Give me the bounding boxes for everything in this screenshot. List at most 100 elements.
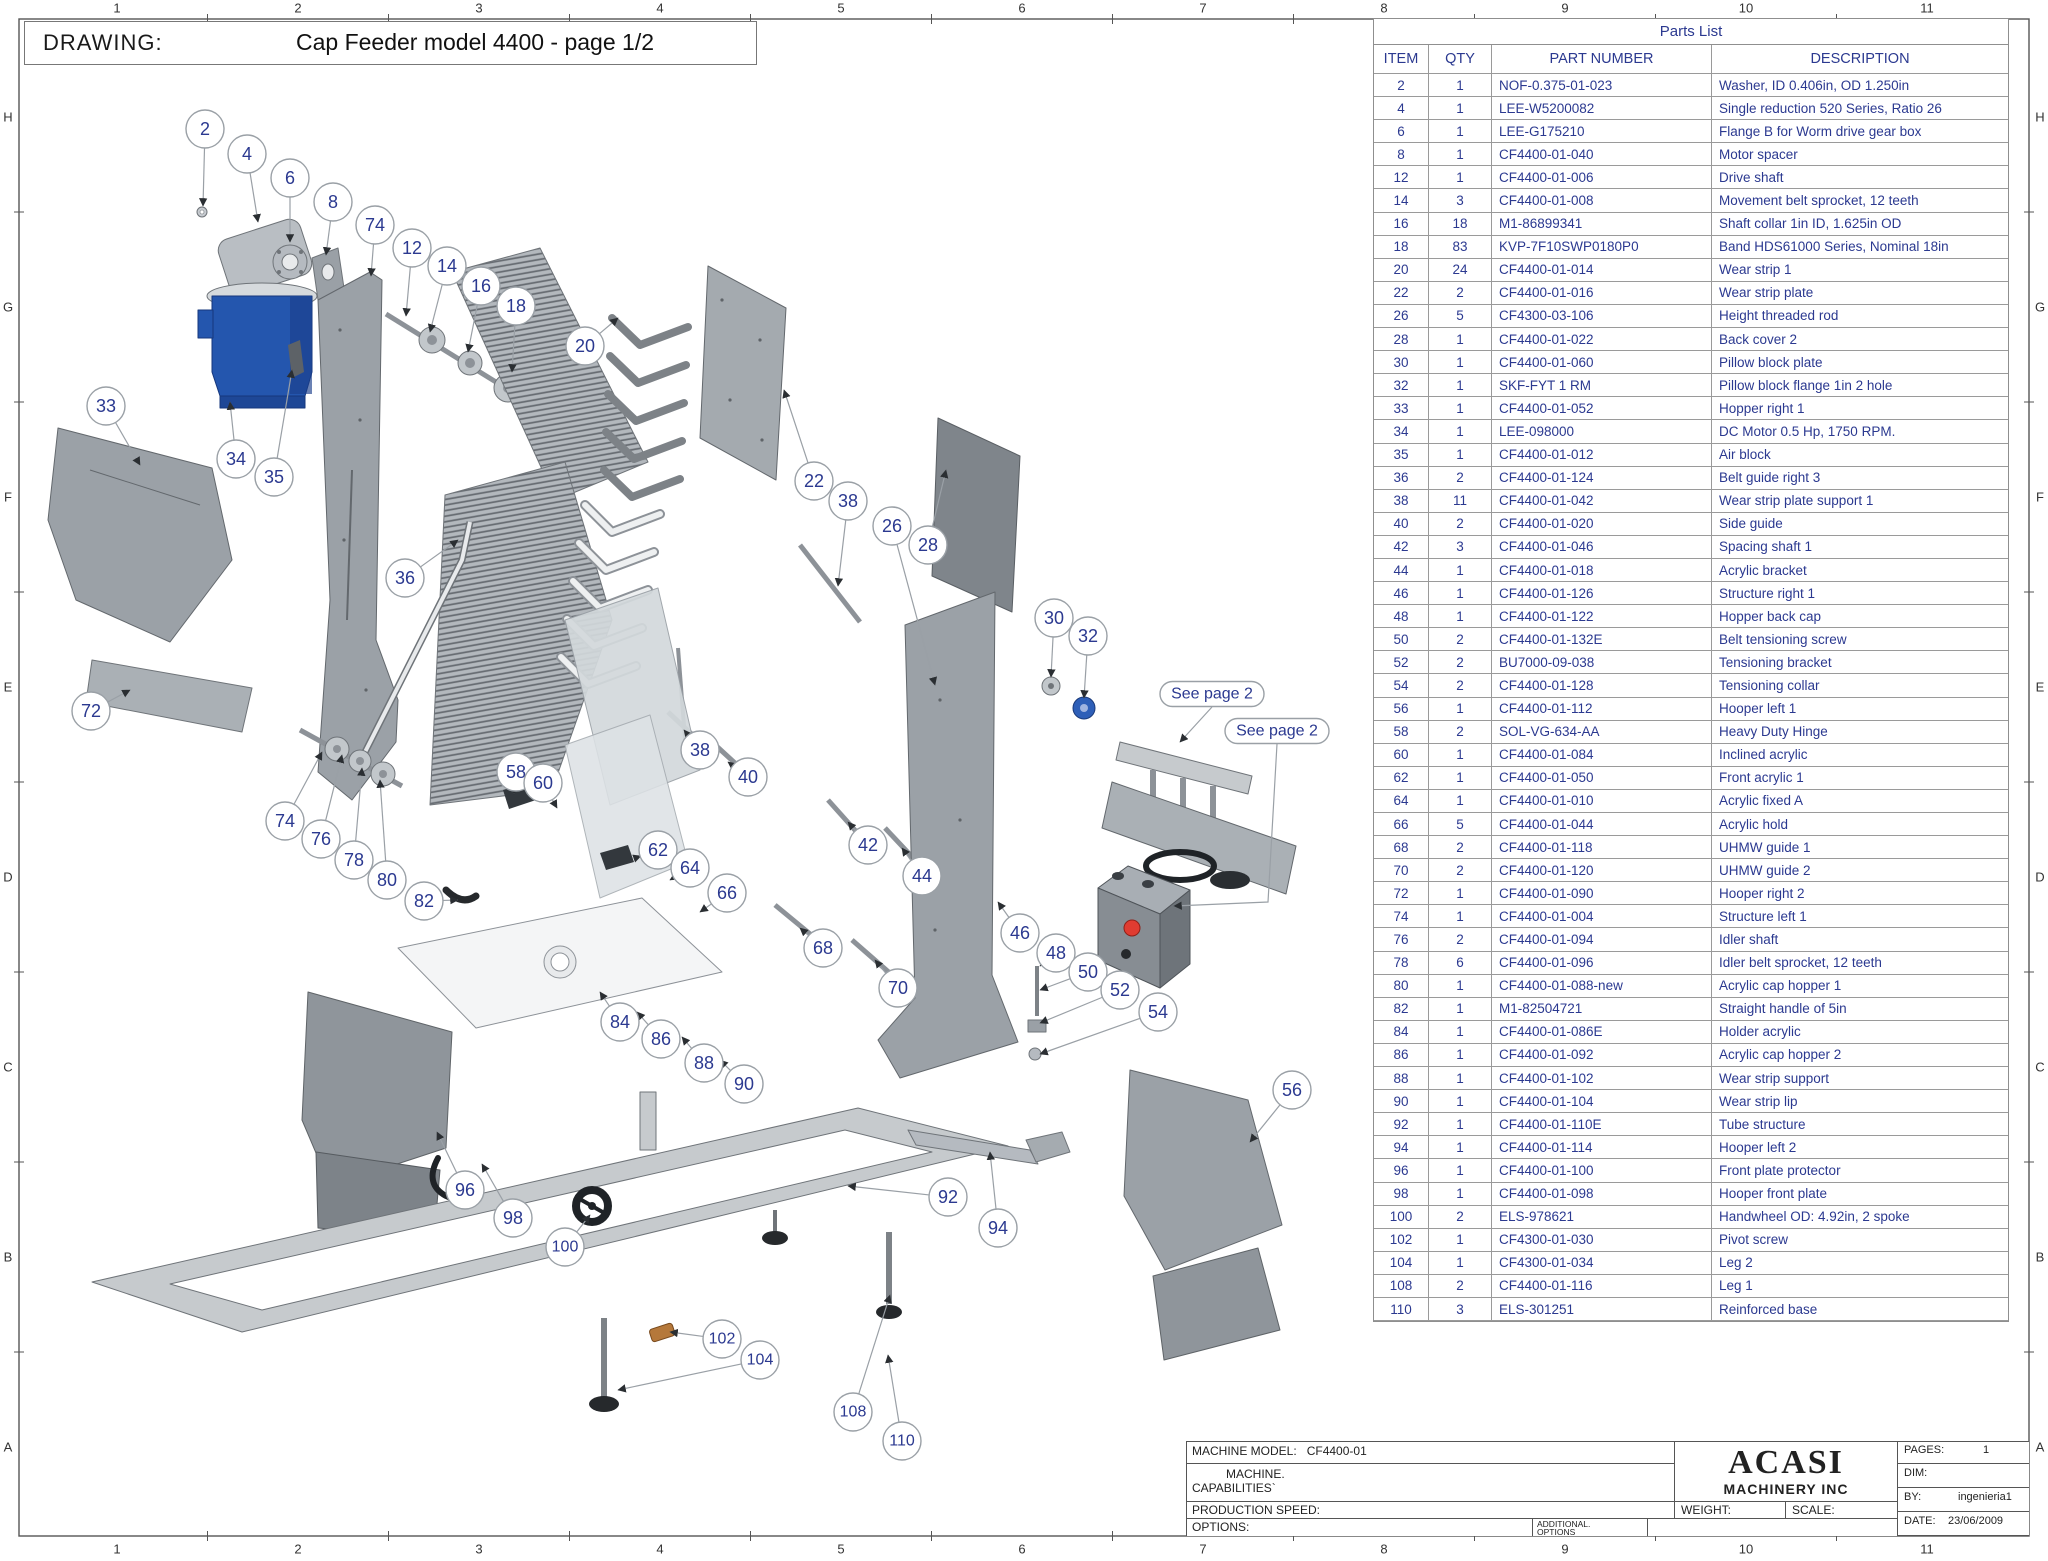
zone-col-top: 1 xyxy=(113,0,121,16)
back-cover-plate xyxy=(931,417,1021,613)
description-cell: Flange B for Worm drive gear box xyxy=(1712,120,2008,144)
item-cell: 2 xyxy=(1374,74,1429,98)
qty-cell: 1 xyxy=(1429,74,1492,98)
zone-col-top: 4 xyxy=(656,0,664,16)
qty-cell: 1 xyxy=(1429,1251,1492,1275)
item-cell: 78 xyxy=(1374,951,1429,975)
svg-text:46: 46 xyxy=(1010,923,1030,943)
description-cell: Hooper front plate xyxy=(1712,1183,2008,1206)
balloon-74: 74 xyxy=(265,801,305,841)
hopper-plates xyxy=(301,991,453,1239)
description-cell: Belt tensioning screw xyxy=(1712,628,2008,652)
balloon-14: 14 xyxy=(427,246,467,286)
item-cell: 82 xyxy=(1374,997,1429,1021)
item-cell: 26 xyxy=(1374,304,1429,329)
balloon-72: 72 xyxy=(71,691,111,731)
svg-text:64: 64 xyxy=(680,858,700,878)
qty-cell: 1 xyxy=(1429,120,1492,144)
description-cell: Straight handle of 5in xyxy=(1712,998,2008,1021)
item-cell: 40 xyxy=(1374,512,1429,536)
zone-col-bottom: 7 xyxy=(1199,1541,1207,1557)
zone-row-left: F xyxy=(4,489,12,505)
svg-text:86: 86 xyxy=(651,1029,671,1049)
zone-col-bottom: 1 xyxy=(113,1541,121,1557)
part-number-cell: CF4400-01-044 xyxy=(1492,813,1712,837)
zone-col-bottom: 2 xyxy=(294,1541,302,1557)
item-cell: 4 xyxy=(1374,97,1429,121)
qty-cell: 11 xyxy=(1429,489,1492,513)
svg-text:88: 88 xyxy=(694,1053,714,1073)
qty-cell: 1 xyxy=(1429,1043,1492,1068)
qty-cell: 1 xyxy=(1429,558,1492,583)
part-number-cell: CF4400-01-012 xyxy=(1492,443,1712,467)
flange-part xyxy=(272,244,308,280)
part-number-cell: CF4300-01-030 xyxy=(1492,1228,1712,1252)
zone-col-bottom: 11 xyxy=(1920,1541,1934,1557)
svg-text:78: 78 xyxy=(344,850,364,870)
svg-text:62: 62 xyxy=(648,840,668,860)
part-number-cell: CF4400-01-096 xyxy=(1492,951,1712,975)
part-number-cell: CF4400-01-022 xyxy=(1492,328,1712,352)
balloon-60: 60 xyxy=(523,763,563,803)
col-description: DESCRIPTION xyxy=(1712,45,2008,74)
zone-row-right: G xyxy=(2034,299,2046,315)
part-number-cell: CF4400-01-122 xyxy=(1492,605,1712,629)
balloon-110: 110 xyxy=(882,1421,922,1461)
balloon-30: 30 xyxy=(1034,598,1074,638)
svg-text:70: 70 xyxy=(888,978,908,998)
balloon-100: 100 xyxy=(545,1227,585,1267)
qty-cell: 1 xyxy=(1429,1136,1492,1160)
by-cell: BY: ingenieria1 xyxy=(1898,1488,2029,1512)
part-number-cell: M1-86899341 xyxy=(1492,212,1712,236)
item-cell: 108 xyxy=(1374,1274,1429,1298)
description-cell: Reinforced base xyxy=(1712,1298,2008,1322)
qty-cell: 2 xyxy=(1429,928,1492,952)
item-cell: 100 xyxy=(1374,1205,1429,1229)
qty-cell: 24 xyxy=(1429,258,1492,282)
svg-text:33: 33 xyxy=(96,396,116,416)
balloon-66: 66 xyxy=(707,873,747,913)
scale-cell: SCALE: xyxy=(1786,1502,1898,1519)
description-cell: UHMW guide 1 xyxy=(1712,836,2008,860)
description-cell: Leg 1 xyxy=(1712,1275,2008,1298)
svg-text:84: 84 xyxy=(610,1012,630,1032)
zone-row-right: A xyxy=(2035,1439,2045,1455)
qty-cell: 5 xyxy=(1429,813,1492,837)
svg-text:68: 68 xyxy=(813,938,833,958)
additional-options-cell: ADDITIONAL. OPTIONS xyxy=(1533,1519,1648,1537)
see-page-label: See page 2 xyxy=(1159,680,1265,743)
description-cell: Leg 2 xyxy=(1712,1252,2008,1275)
balloon-callouts: 2468741214161820333435362238262830327258… xyxy=(71,109,1312,1461)
item-cell: 22 xyxy=(1374,281,1429,305)
description-cell: Hopper right 1 xyxy=(1712,397,2008,421)
handle-part xyxy=(442,886,480,904)
svg-text:42: 42 xyxy=(858,835,878,855)
item-cell: 90 xyxy=(1374,1090,1429,1114)
description-cell: Side guide xyxy=(1712,513,2008,536)
qty-cell: 1 xyxy=(1429,1182,1492,1206)
zone-col-bottom: 9 xyxy=(1561,1541,1569,1557)
machine-model-label: MACHINE MODEL: xyxy=(1192,1444,1297,1458)
qty-cell: 18 xyxy=(1429,212,1492,236)
parts-list-table: Parts List ITEM QTY PART NUMBER DESCRIPT… xyxy=(1373,18,2009,1323)
balloon-76: 76 xyxy=(301,819,341,859)
balloon-62: 62 xyxy=(638,830,678,870)
drawing-title-box: DRAWING: Cap Feeder model 4400 - page 1/… xyxy=(24,21,757,65)
description-cell: Air block xyxy=(1712,444,2008,467)
svg-text:74: 74 xyxy=(275,811,295,831)
item-cell: 64 xyxy=(1374,789,1429,813)
item-cell: 60 xyxy=(1374,743,1429,767)
